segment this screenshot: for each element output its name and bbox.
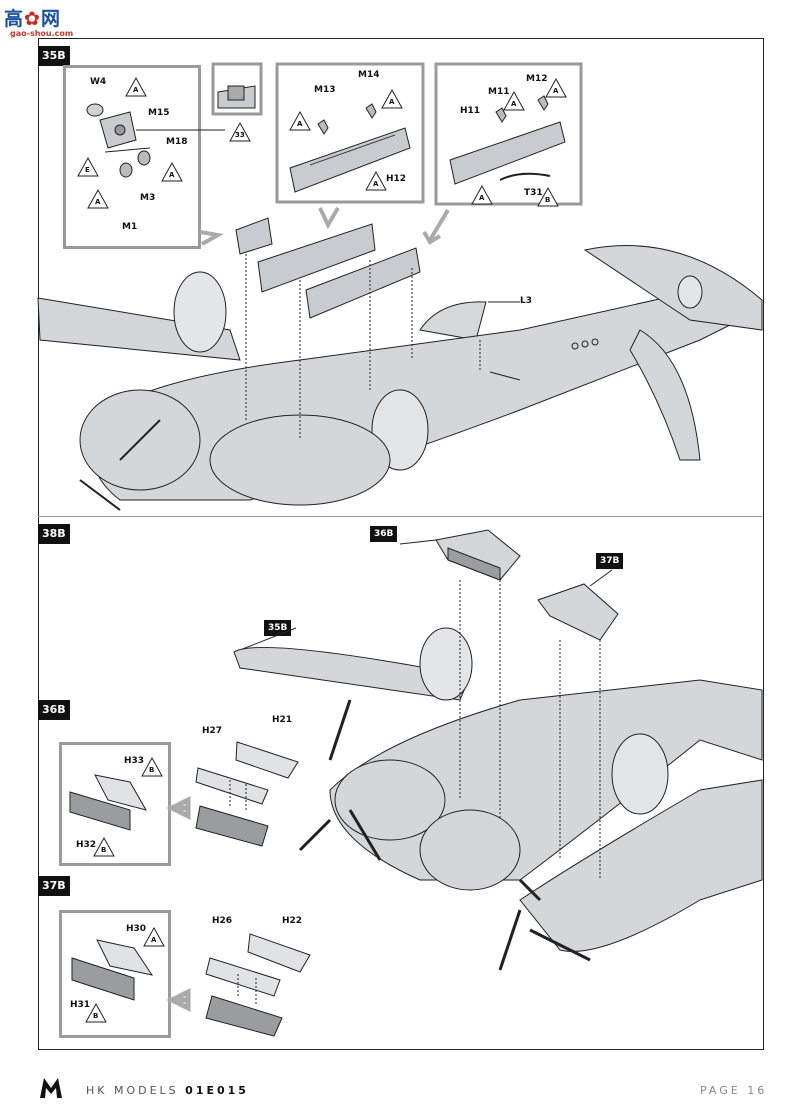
brand-name: HK MODELS (86, 1084, 179, 1097)
part-label-m11: M11 (488, 87, 510, 97)
part-label-h26: H26 (212, 916, 233, 926)
watermark-char-b: 网 (40, 8, 61, 30)
part-label-h27: H27 (202, 726, 223, 736)
tag-a: A (95, 198, 101, 206)
tag-a: A (511, 100, 517, 108)
step-label-37b: 37B (38, 876, 70, 896)
step-label-38b: 38B (38, 524, 70, 544)
watermark-logo: 高✿网 gao-shou.com (4, 4, 84, 40)
part-label-m12: M12 (526, 74, 548, 84)
part-label-m18: M18 (166, 137, 188, 147)
tag-e: E (85, 166, 90, 174)
part-label-t31: T31 (524, 188, 543, 198)
part-label-h31: H31 (70, 1000, 91, 1010)
part-label-m13: M13 (314, 85, 336, 95)
footer-brand: HK MODELS 01E015 (86, 1084, 249, 1097)
callout-37b: 37B (596, 553, 624, 569)
part-label-h11: H11 (460, 106, 481, 116)
gift-icon: ✿ (24, 8, 41, 30)
watermark-url: gao-shou.com (10, 29, 74, 38)
tag-a: A (297, 120, 303, 128)
part-label-h21: H21 (272, 715, 293, 725)
tag-a: A (133, 86, 139, 94)
part-label-m3: M3 (140, 193, 156, 203)
part-label-h22: H22 (282, 916, 303, 926)
part-label-w4: W4 (90, 77, 107, 87)
watermark-char-a: 高 (4, 8, 25, 30)
tag-a: A (389, 98, 395, 106)
tag-a: A (151, 936, 157, 944)
tag-b: B (149, 766, 155, 774)
part-label-h12: H12 (386, 174, 407, 184)
tag-b: B (545, 196, 551, 204)
step-label-36b: 36B (38, 700, 70, 720)
tag-a: A (553, 87, 559, 95)
page-frame (38, 38, 764, 1050)
hk-models-logo-icon (40, 1078, 62, 1098)
part-label-m1: M1 (122, 222, 138, 232)
part-label-m14: M14 (358, 70, 380, 80)
product-code: 01E015 (185, 1084, 249, 1097)
part-label-h32: H32 (76, 840, 97, 850)
tag-b: B (93, 1012, 99, 1020)
part-label-h33: H33 (124, 756, 145, 766)
section-divider (38, 516, 762, 517)
step-label-35b: 35B (38, 46, 70, 66)
tag-a: A (373, 180, 379, 188)
page-number: PAGE 16 (700, 1084, 768, 1097)
tag-a: A (169, 171, 175, 179)
tag-b: B (101, 846, 107, 854)
part-label-h30: H30 (126, 924, 147, 934)
part-label-l3: L3 (520, 296, 532, 306)
ref-step-33: 33 (235, 131, 245, 139)
callout-36b: 36B (370, 526, 398, 542)
tag-a: A (479, 194, 485, 202)
part-label-m15: M15 (148, 108, 170, 118)
